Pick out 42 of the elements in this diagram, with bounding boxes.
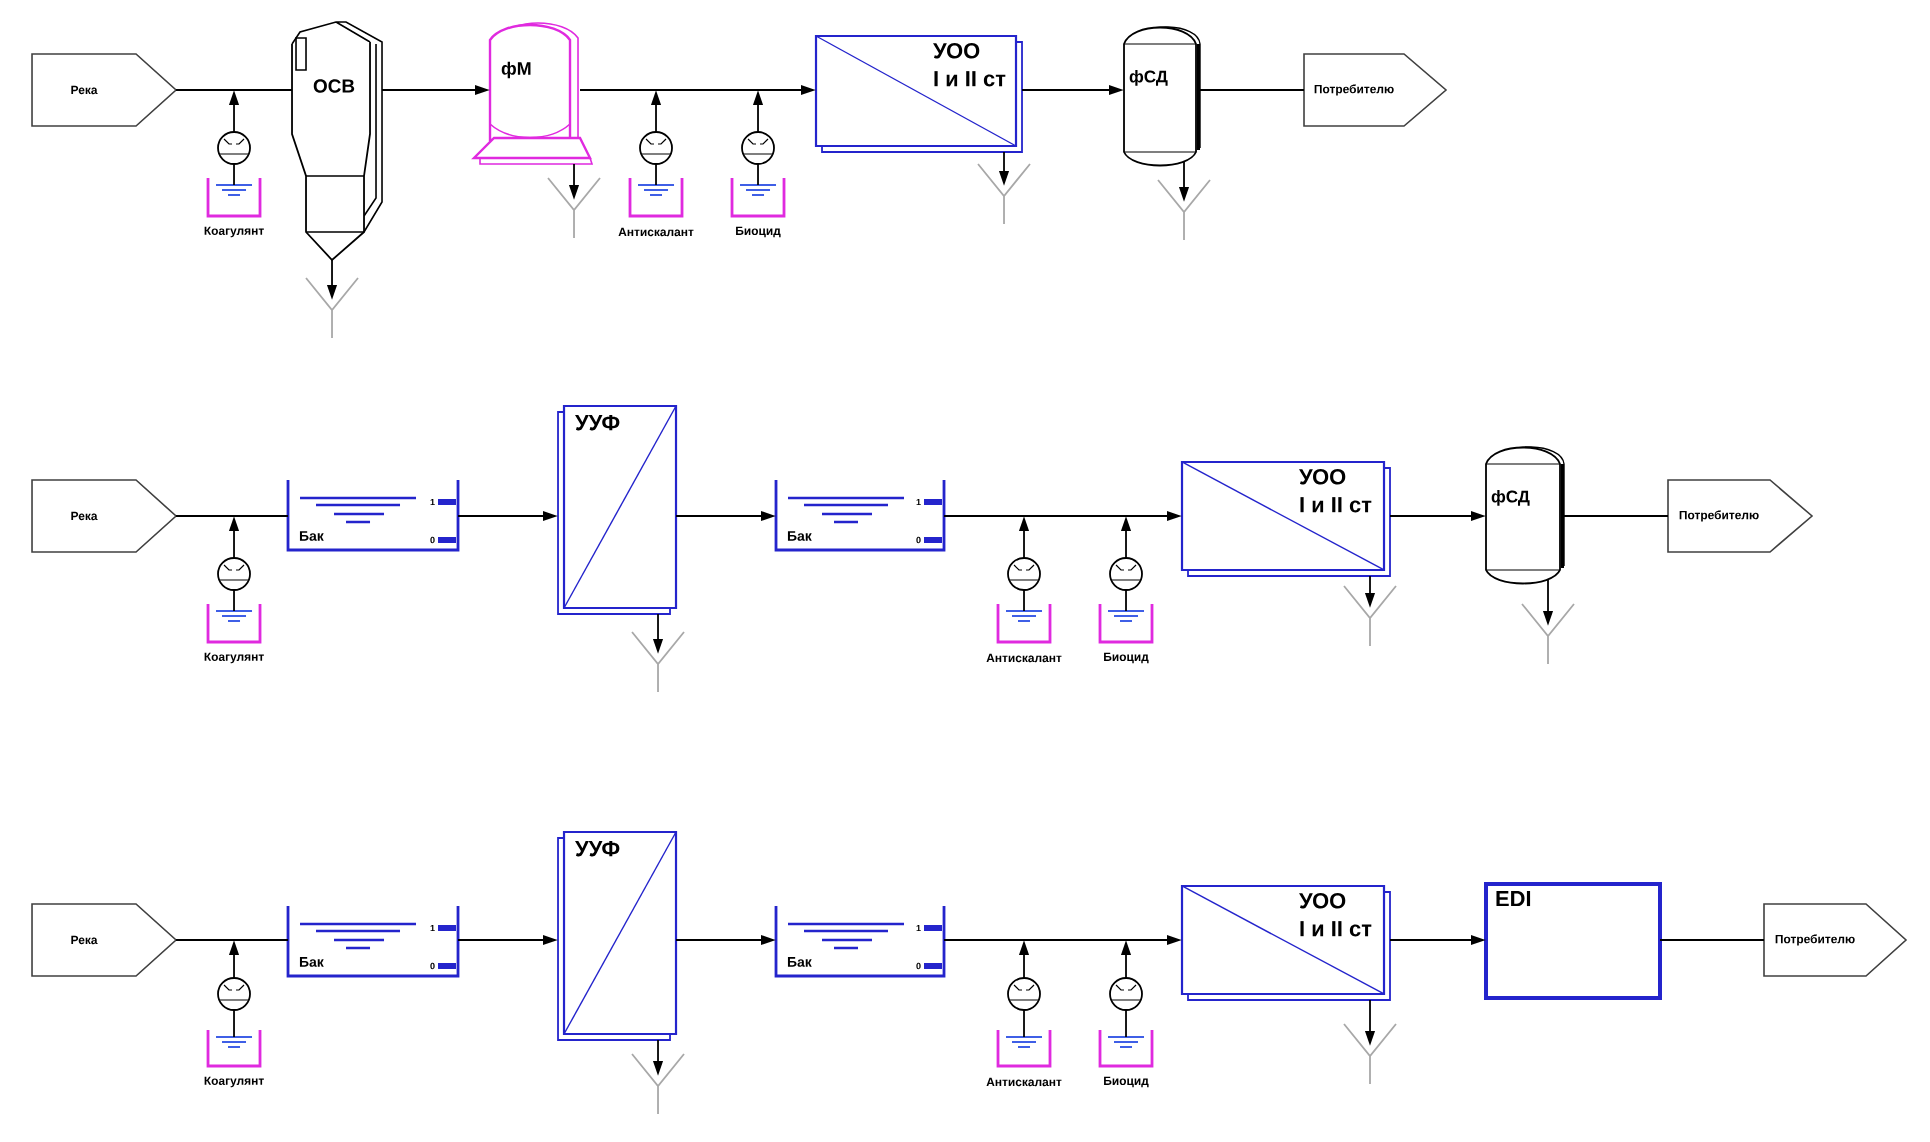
pump-symbol xyxy=(217,131,251,165)
drain-symbol xyxy=(631,1053,685,1115)
pump-symbol xyxy=(1007,977,1041,1011)
process-box: EDI xyxy=(1484,882,1662,1000)
drain-symbol xyxy=(1521,603,1575,665)
drain-symbol xyxy=(1343,1023,1397,1085)
flow-line xyxy=(757,163,759,186)
flow-line xyxy=(1563,515,1669,517)
flow-line xyxy=(233,163,235,186)
flow-line xyxy=(1125,589,1127,612)
drain-symbol xyxy=(977,163,1031,225)
drain-symbol xyxy=(305,277,359,339)
pump-symbol xyxy=(217,977,251,1011)
filter-vessel: фСД xyxy=(1485,446,1565,585)
pump-symbol xyxy=(741,131,775,165)
membrane-module: УОО I и II ст xyxy=(1180,460,1391,577)
drain-symbol xyxy=(1343,585,1397,647)
pump-symbol xyxy=(639,131,673,165)
pump-symbol xyxy=(1109,557,1143,591)
flow-line xyxy=(233,1009,235,1038)
flow-line xyxy=(175,939,289,941)
drain-symbol xyxy=(547,177,601,239)
flow-line xyxy=(175,89,293,91)
flow-line xyxy=(233,589,235,612)
flow-line xyxy=(1125,1009,1127,1038)
pump-symbol xyxy=(1109,977,1143,1011)
flow-line xyxy=(655,163,657,186)
flow-line xyxy=(1023,589,1025,612)
membrane-module: УОО I и II ст xyxy=(1180,884,1391,1001)
membrane-module: УУФ xyxy=(557,830,678,1041)
flow-line xyxy=(175,515,289,517)
flow-line xyxy=(1659,939,1765,941)
clarifier-tank: ОСВ xyxy=(291,21,383,262)
flow-line xyxy=(1023,1009,1025,1038)
filter-vessel: фСД xyxy=(1123,26,1201,167)
drain-symbol xyxy=(1157,179,1211,241)
drain-symbol xyxy=(631,631,685,693)
membrane-module: УУФ xyxy=(557,404,678,615)
pump-symbol xyxy=(1007,557,1041,591)
pump-symbol xyxy=(217,557,251,591)
flow-line xyxy=(1199,89,1305,91)
membrane-module: УОО I и II ст xyxy=(814,34,1023,153)
